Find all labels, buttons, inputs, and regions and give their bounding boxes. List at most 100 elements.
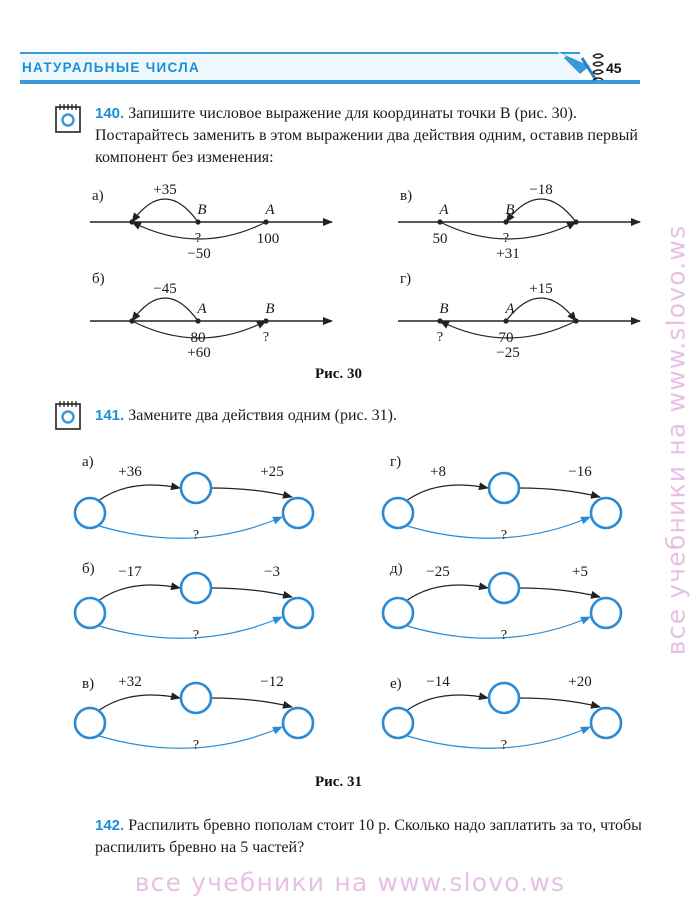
- point-value: 80: [191, 330, 206, 346]
- second-arrow: [210, 587, 293, 599]
- panel-label: в): [82, 676, 94, 692]
- panel-label: б): [92, 271, 105, 287]
- point-value: 50: [433, 231, 448, 247]
- second-operation-label: −12: [260, 674, 283, 690]
- second-arrow: [518, 587, 601, 599]
- result-arrow: [95, 616, 283, 639]
- start-circle: [73, 496, 107, 530]
- notebook-icon: [55, 401, 81, 430]
- start-circle: [73, 596, 107, 630]
- notebook-icon: [55, 104, 81, 133]
- circle-diagram-2: б) −17 −3?: [73, 561, 315, 643]
- first-arrow: [405, 582, 489, 602]
- point-letter: B: [505, 202, 514, 218]
- bottom-arc-label: +60: [187, 345, 210, 361]
- chapter-title: НАТУРАЛЬНЫЕ ЧИСЛА: [22, 60, 201, 75]
- unknown-value: ?: [437, 330, 443, 345]
- middle-circle: [487, 681, 521, 715]
- top-arc-label: −45: [153, 281, 176, 297]
- header-rule: [20, 80, 640, 84]
- watermark-bottom: все учебники на www.slovo.ws: [134, 868, 566, 897]
- result-arrow: [95, 516, 283, 539]
- second-operation-label: −16: [568, 464, 592, 480]
- unknown-value: ?: [263, 330, 269, 345]
- exercise-141: 141.Замените два действия одним (рис. 31…: [95, 405, 665, 427]
- circle-diagram-4: г) +8 −16?: [381, 454, 623, 543]
- figure-31: а)+36+25? б) −17 −3? в) +32 −12? г) +8 −16? д) −25 +…: [73, 454, 623, 753]
- first-operation-label: −25: [426, 564, 449, 580]
- second-operation-label: −3: [264, 564, 280, 580]
- first-arrow: [97, 482, 181, 502]
- end-circle: [589, 706, 623, 740]
- result-arrow: [403, 726, 591, 749]
- result-unknown: ?: [193, 628, 199, 643]
- second-arrow: [210, 487, 293, 499]
- figure-31-caption: Рис. 31: [315, 774, 362, 790]
- point-letter: A: [196, 301, 207, 317]
- result-arrow: [403, 616, 591, 639]
- middle-circle: [179, 681, 213, 715]
- point-letter: B: [439, 301, 448, 317]
- bottom-arc-label: −25: [496, 345, 519, 361]
- end-circle: [281, 596, 315, 630]
- end-circle: [589, 596, 623, 630]
- second-operation-label: +20: [568, 674, 591, 690]
- second-operation-label: +5: [572, 564, 588, 580]
- point-letter: A: [438, 202, 449, 218]
- middle-circle: [179, 471, 213, 505]
- panel-label: б): [82, 561, 95, 577]
- panel-label: е): [390, 676, 402, 692]
- middle-circle: [487, 471, 521, 505]
- circle-diagram-1: а)+36+25?: [73, 454, 315, 543]
- bottom-arc: [439, 221, 577, 240]
- first-operation-label: +32: [118, 674, 141, 690]
- unknown-value: ?: [195, 231, 201, 246]
- point-letter: A: [504, 301, 515, 317]
- page-number: 45: [606, 60, 622, 76]
- chapter-header-band: [20, 52, 580, 84]
- point-value: 100: [257, 231, 280, 247]
- bottom-arc: [131, 221, 267, 240]
- start-circle: [381, 596, 415, 630]
- exercise-number: 140.: [95, 105, 125, 122]
- first-operation-label: +8: [430, 464, 446, 480]
- top-arc-label: −18: [529, 182, 552, 198]
- exercise-142: 142.Распилить бревно пополам стоит 10 р.…: [95, 815, 665, 859]
- bottom-arc-label: −50: [187, 246, 210, 262]
- top-arc: [131, 297, 199, 322]
- panel-label: д): [390, 561, 403, 577]
- first-operation-label: −17: [118, 564, 142, 580]
- result-unknown: ?: [501, 738, 507, 753]
- panel-label: г): [390, 454, 401, 470]
- exercise-text: Распилить бревно пополам стоит 10 р. Ско…: [95, 817, 642, 856]
- spiral-binding-icon: [592, 53, 605, 81]
- end-circle: [281, 706, 315, 740]
- panel-label: а): [92, 188, 104, 204]
- second-arrow: [210, 697, 293, 709]
- circle-diagram-3: в)+32−12?: [73, 674, 315, 753]
- top-arc-label: +35: [153, 182, 176, 198]
- exercise-number: 141.: [95, 407, 125, 424]
- second-arrow: [518, 487, 601, 499]
- start-circle: [381, 496, 415, 530]
- end-circle: [589, 496, 623, 530]
- unknown-value: ?: [503, 231, 509, 246]
- result-arrow: [403, 516, 591, 539]
- panel-label: а): [82, 454, 94, 470]
- middle-circle: [487, 571, 521, 605]
- figure-30-caption: Рис. 30: [315, 366, 362, 382]
- result-unknown: ?: [193, 528, 199, 543]
- first-arrow: [97, 582, 181, 602]
- bottom-arc-label: +31: [496, 246, 519, 262]
- top-arc: [131, 198, 199, 223]
- circle-diagram-6: е)−14+20?: [381, 674, 623, 753]
- result-unknown: ?: [501, 528, 507, 543]
- pencil-icon: [558, 52, 598, 81]
- result-arrow: [95, 726, 283, 749]
- bottom-arc: [131, 320, 267, 339]
